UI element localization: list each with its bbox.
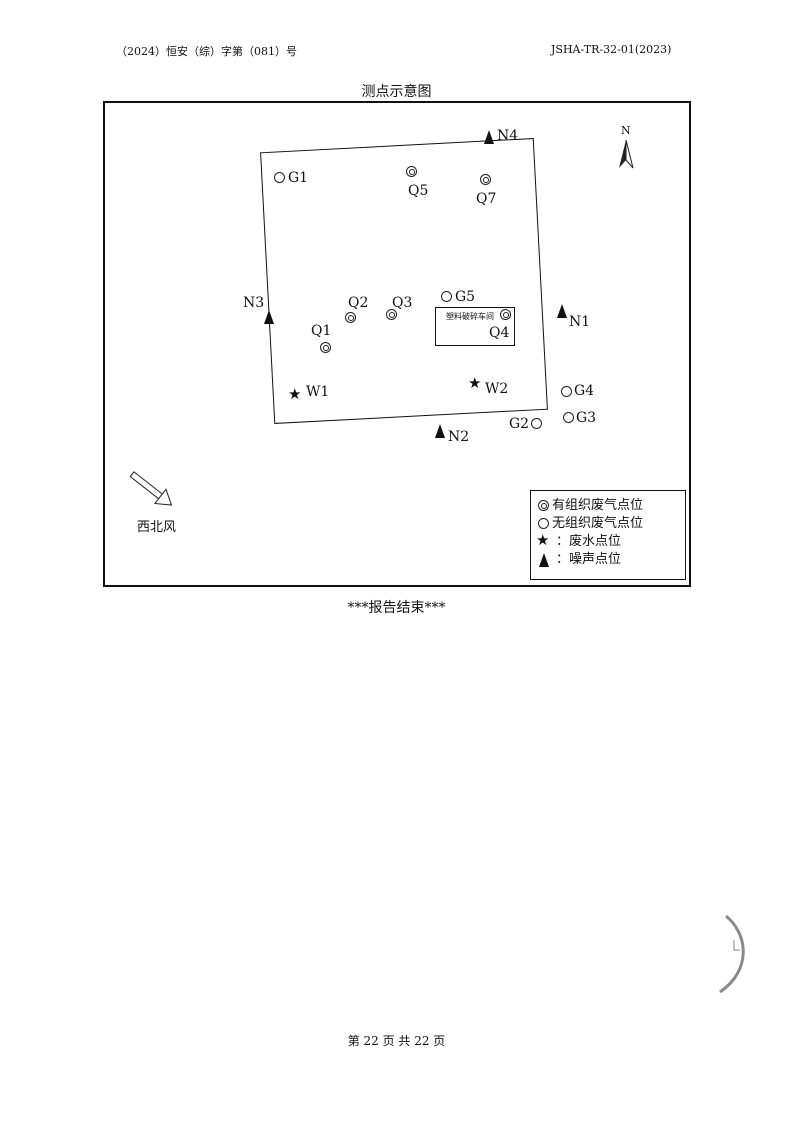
- point-label-w2: W2: [485, 381, 509, 397]
- point-label-n4: N4: [497, 128, 519, 144]
- double-circle-icon: [406, 166, 417, 177]
- report-number: （2024）恒安（综）字第（081）号: [116, 45, 297, 58]
- point-label-n3: N3: [243, 295, 265, 311]
- circle-icon: [538, 518, 549, 529]
- point-label-n1: N1: [569, 314, 591, 330]
- diagram-frame: [103, 101, 691, 587]
- point-label-g1: G1: [288, 170, 309, 186]
- legend-organized: 有组织废气点位: [552, 498, 644, 513]
- legend-noise: ：噪声点位: [556, 552, 622, 567]
- workshop-label: 塑料破碎车间: [446, 312, 494, 321]
- point-label-g2: G2: [509, 416, 530, 432]
- triangle-icon: [264, 310, 274, 324]
- star-icon: ★: [536, 531, 550, 549]
- point-label-g5: G5: [455, 289, 476, 305]
- double-circle-icon: [386, 309, 397, 320]
- point-label-w1: W1: [306, 384, 330, 400]
- circle-icon: [441, 291, 452, 302]
- point-label-q3: Q3: [392, 295, 413, 311]
- north-label: N: [621, 124, 631, 137]
- point-label-q5: Q5: [408, 183, 429, 199]
- circle-icon: [563, 412, 574, 423]
- double-circle-icon: [345, 312, 356, 323]
- triangle-icon: [484, 130, 494, 144]
- double-circle-icon: [538, 500, 549, 511]
- star-icon: ★: [288, 385, 302, 403]
- triangle-icon: [435, 424, 445, 438]
- circle-icon: [531, 418, 542, 429]
- point-label-q1: Q1: [311, 323, 332, 339]
- point-label-q7: Q7: [476, 191, 497, 207]
- legend-box: [530, 490, 686, 580]
- legend-wastewater: ：废水点位: [556, 534, 622, 549]
- point-label-q4: Q4: [489, 325, 510, 341]
- workshop-box: [435, 307, 515, 346]
- point-label-g4: G4: [574, 383, 595, 399]
- double-circle-icon: [480, 174, 491, 185]
- point-label-q2: Q2: [348, 295, 369, 311]
- double-circle-icon: [320, 342, 331, 353]
- triangle-icon: [557, 304, 567, 318]
- north-arrow-icon: [619, 139, 634, 169]
- circle-icon: [561, 386, 572, 397]
- point-label-n2: N2: [448, 429, 470, 445]
- diagram-title: 测点示意图: [361, 84, 432, 100]
- page-number: 第 22 页 共 22 页: [347, 1034, 446, 1048]
- wind-arrow-icon: [129, 471, 173, 506]
- legend-unorganized: 无组织废气点位: [552, 516, 644, 531]
- wind-direction-label: 西北风: [137, 520, 177, 535]
- triangle-icon: [539, 553, 549, 567]
- double-circle-icon: [500, 309, 511, 320]
- seal-stamp-icon: [719, 914, 745, 994]
- point-label-g3: G3: [576, 410, 597, 426]
- form-code: JSHA-TR-32-01(2023): [551, 43, 672, 56]
- star-icon: ★: [468, 374, 482, 392]
- circle-icon: [274, 172, 285, 183]
- report-end-text: ***报告结束***: [347, 600, 446, 616]
